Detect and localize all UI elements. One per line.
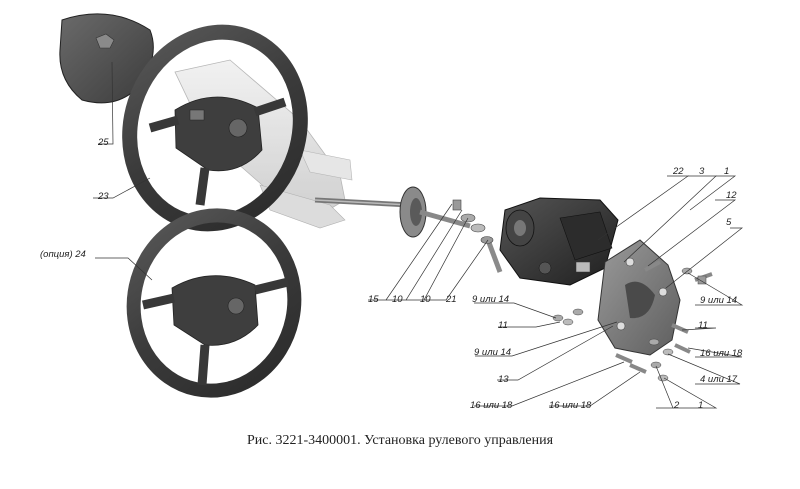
callout-label-9-or-14-c: 9 или 14 xyxy=(474,347,512,358)
callout-label-16-or-18-a: 16 или 18 xyxy=(700,348,743,359)
callout-label-15: 15 xyxy=(368,294,379,305)
callout-label-21: 21 xyxy=(446,294,457,305)
callout-label-25: 25 xyxy=(98,137,109,148)
callout-label-4-or-17: 4 или 17 xyxy=(700,374,738,385)
callout-label-24: (опция) 24 xyxy=(40,249,86,260)
callout-label-12: 12 xyxy=(726,190,737,201)
callout-label-1-bottom: 1 xyxy=(698,400,704,411)
callout-label-16-or-18-c: 16 или 18 xyxy=(549,400,592,411)
callout-label-3: 3 xyxy=(699,166,705,177)
intermediate-shaft xyxy=(314,197,411,208)
steering-wheel-optional xyxy=(126,208,302,398)
callout-label-13: 13 xyxy=(498,374,509,385)
steering-motor-unit xyxy=(499,197,619,286)
callout-label-16-or-18-b: 16 или 18 xyxy=(470,400,513,411)
callout-label-23: 23 xyxy=(98,191,109,202)
callout-label-2: 2 xyxy=(674,400,680,411)
small-parts xyxy=(452,199,503,273)
callout-label-11-a: 11 xyxy=(498,320,508,331)
callout-label-10-b: 10 xyxy=(420,294,431,305)
flange-disc xyxy=(399,186,471,238)
callout-label-9-or-14-a: 9 или 14 xyxy=(472,294,510,305)
callout-label-11-b: 11 xyxy=(698,320,708,331)
callout-label-1-top: 1 xyxy=(724,166,730,177)
mounting-bracket xyxy=(597,239,681,356)
callout-leader-lines xyxy=(93,61,744,409)
figure-caption: Рис. 3221-3400001. Установка рулевого уп… xyxy=(246,433,554,448)
callout-label-5: 5 xyxy=(726,217,732,228)
callout-label-22: 22 xyxy=(673,166,684,177)
callout-label-10-a: 10 xyxy=(392,294,403,305)
callout-label-9-or-14-b: 9 или 14 xyxy=(700,295,738,306)
